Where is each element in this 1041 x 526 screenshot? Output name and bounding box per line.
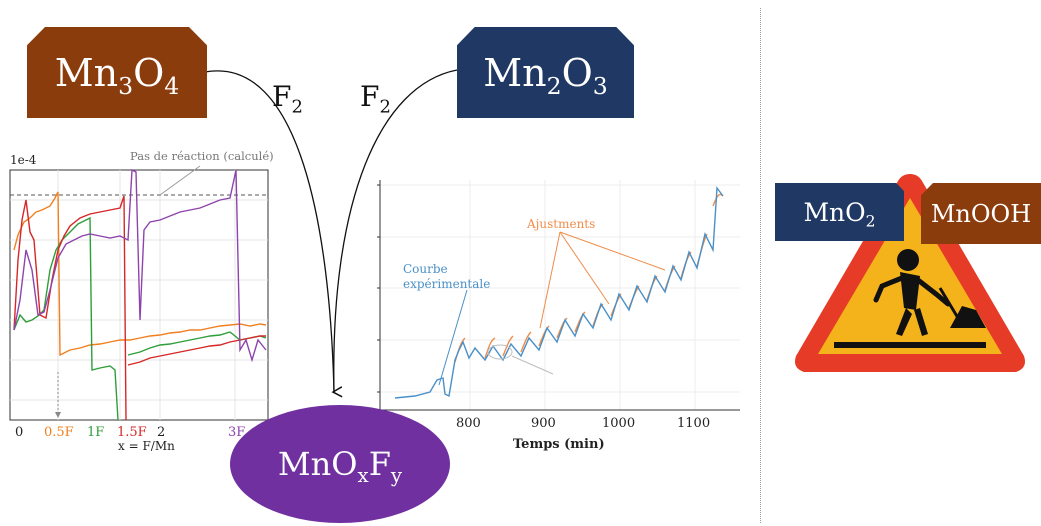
arrow-left: [204, 70, 343, 398]
compound-mno2-label: MnO2: [803, 197, 876, 230]
left-chart-05f-marker-head: [55, 412, 61, 418]
left-chart: 1e-4 Pas de réaction (calculé) 0 0.5F 1F…: [9, 149, 274, 453]
compound-mnooh-box: MnOOH: [921, 183, 1041, 244]
compound-mno2-box: MnO2: [775, 183, 904, 241]
label-experimental-2: expérimentale: [403, 277, 490, 291]
compound-mn3o4-box: Mn3O4: [27, 27, 207, 118]
arrow-right: [333, 69, 458, 393]
worker-figure: [834, 249, 986, 348]
product-mnoxfy-label: MnOxFy: [277, 445, 403, 487]
xtick-1100: 1100: [677, 416, 710, 431]
reagent-f2-right: F2: [360, 80, 391, 118]
reagent-f2-left: F2: [272, 80, 303, 118]
compound-mn3o4-label: Mn3O4: [54, 50, 180, 100]
roadworks-warning-sign-icon: [795, 174, 1025, 372]
compound-mnooh-label: MnOOH: [930, 199, 1032, 228]
left-chart-ticks: 0 0.5F 1F 1.5F 2 3F: [15, 425, 245, 440]
tick-2: 2: [157, 425, 165, 440]
pointers-fit: [539, 231, 666, 329]
product-mnoxfy-ellipse: MnOxFy: [230, 405, 450, 523]
left-chart-frame: [9, 169, 269, 421]
left-chart-annotation: Pas de réaction (calculé): [130, 149, 274, 163]
left-chart-scale-label: 1e-4: [10, 153, 37, 167]
right-chart: Courbe expérimentale Ajustments 800 900 …: [377, 180, 740, 452]
tick-1f: 1F: [87, 425, 104, 440]
tick-15f: 1.5F: [117, 425, 147, 440]
pointer-experimental: [438, 289, 468, 386]
series-red: [13, 195, 266, 421]
series-orange: [13, 191, 267, 357]
xtick-800: 800: [456, 416, 481, 431]
right-chart-xticks: 800 900 1000 1100: [456, 416, 710, 431]
compound-mn2o3-box: Mn2O3: [457, 27, 634, 118]
series-purple: [13, 168, 267, 363]
label-experimental-1: Courbe: [403, 262, 448, 276]
compound-mn2o3-label: Mn2O3: [483, 50, 608, 100]
right-chart-highlight: [487, 344, 513, 360]
right-chart-gridlines: [380, 180, 740, 410]
xtick-1000: 1000: [602, 416, 635, 431]
right-chart-xlabel: Temps (min): [513, 437, 605, 452]
left-chart-annotation-pointer: [159, 165, 201, 196]
tick-0: 0: [15, 425, 23, 440]
series-experimental: [394, 186, 724, 399]
section-divider: [760, 8, 761, 523]
xtick-900: 900: [531, 416, 556, 431]
tick-05f: 0.5F: [44, 425, 74, 440]
label-fit: Ajustments: [526, 217, 595, 231]
left-chart-xlabel: x = F/Mn: [118, 439, 175, 453]
